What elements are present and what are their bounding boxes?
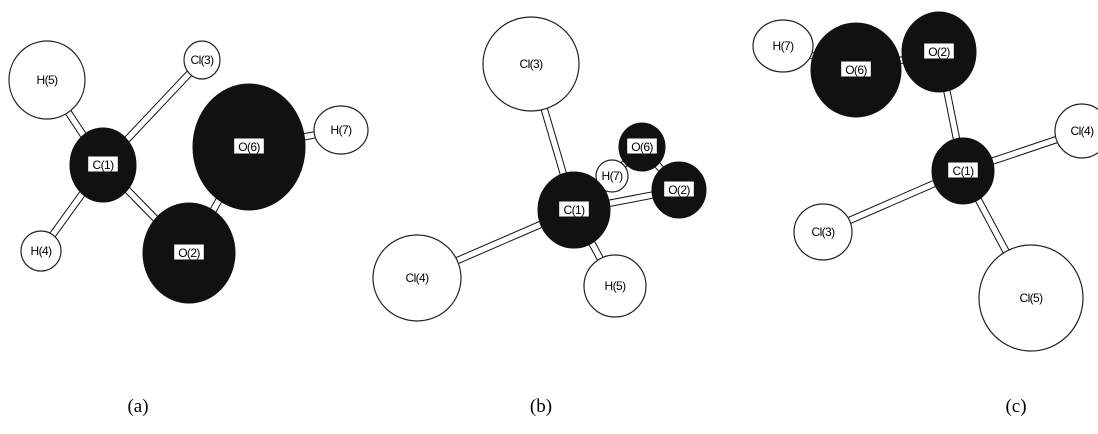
panel-caption: (a)	[127, 396, 148, 417]
atom-label: O(6)	[845, 63, 867, 77]
atom-label: C(1)	[93, 158, 115, 172]
atom-o-6-c: O(6)	[810, 22, 902, 118]
atom-h-7-c: H(7)	[752, 19, 814, 73]
atom-label: Cl(3)	[520, 57, 544, 71]
atom-o-2-b: O(2)	[651, 161, 707, 219]
atom-o-6-b: O(6)	[618, 122, 666, 172]
atom-label: H(7)	[602, 169, 624, 183]
atom-h-5-b: H(5)	[583, 254, 647, 318]
atom-label: O(2)	[668, 183, 690, 197]
atom-sphere	[183, 40, 221, 80]
atom-sphere	[978, 244, 1084, 352]
atom-sphere	[482, 16, 580, 112]
atom-label: Cl(3)	[812, 225, 836, 239]
atom-sphere	[8, 40, 86, 120]
atom-h-7-a: H(7)	[313, 105, 369, 155]
atom-cl-3-b: Cl(3)	[482, 16, 580, 112]
atom-label: O(2)	[928, 45, 950, 59]
atom-h-4-a: H(4)	[20, 230, 62, 272]
panel-a: H(5) Cl(3) C(1) O(6) H(7) H(4) O(2) (a)	[8, 40, 369, 417]
atom-sphere	[752, 19, 814, 73]
atom-label: O(6)	[238, 140, 260, 154]
atom-o-2-c: O(2)	[901, 11, 977, 93]
panel-c: H(7) O(6) O(2) Cl(4) C(1) Cl(3) Cl(5) (c)	[752, 11, 1098, 417]
atom-sphere	[1054, 103, 1098, 159]
atom-label: Cl(4)	[1071, 124, 1095, 138]
atom-sphere	[793, 203, 853, 261]
atom-h-5-a: H(5)	[8, 40, 86, 120]
panel-caption: (c)	[1005, 396, 1026, 417]
atom-label: H(7)	[331, 123, 353, 137]
panel-b: Cl(3) O(6) H(7) C(1) O(2) Cl(4) H(5) (b)	[372, 16, 707, 417]
atom-label: Cl(5)	[1020, 291, 1044, 305]
atom-label: H(5)	[605, 279, 627, 293]
atom-label: H(5)	[37, 73, 59, 87]
atom-label: Cl(3)	[191, 53, 215, 67]
atom-label: Cl(4)	[406, 271, 430, 285]
atom-cl-3-c: Cl(3)	[793, 203, 853, 261]
panel-caption: (b)	[530, 396, 552, 417]
atom-label: C(1)	[953, 164, 975, 178]
atom-cl-4-b: Cl(4)	[372, 234, 462, 322]
atom-label: O(2)	[178, 246, 200, 260]
atom-h-7-b: H(7)	[595, 159, 629, 193]
atom-sphere	[372, 234, 462, 322]
atom-label: C(1)	[564, 203, 586, 217]
atom-cl-4-c: Cl(4)	[1054, 103, 1098, 159]
atom-cl-5-c: Cl(5)	[978, 244, 1084, 352]
atom-c-1-b: C(1)	[537, 171, 611, 249]
atom-o-2-a: O(2)	[142, 202, 236, 304]
atom-sphere	[583, 254, 647, 318]
atom-c-1-a: C(1)	[69, 127, 137, 203]
atom-sphere	[313, 105, 369, 155]
atom-label: O(6)	[631, 140, 653, 154]
atom-sphere	[595, 159, 629, 193]
atom-sphere	[20, 230, 62, 272]
atom-c-1-c: C(1)	[931, 137, 995, 205]
atom-label: H(4)	[31, 244, 53, 258]
atom-o-6-a: O(6)	[192, 83, 306, 211]
atom-cl-3-a: Cl(3)	[183, 40, 221, 80]
atom-label: H(7)	[773, 39, 795, 53]
